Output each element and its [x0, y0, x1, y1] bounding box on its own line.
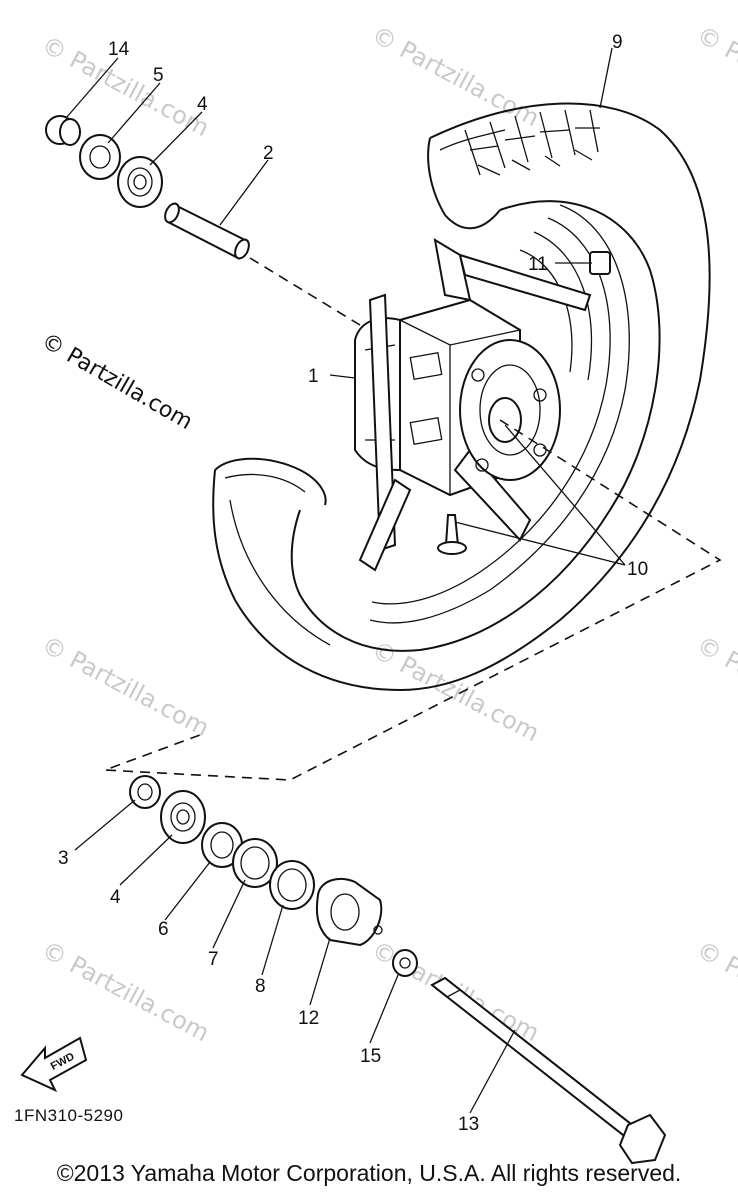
- part-7-gear: [232, 838, 278, 888]
- callout-11: 11: [528, 254, 548, 275]
- callout-numbers: 14 5 4 2 9 11 1 10 3 4 6 7 8 12 15 13: [58, 32, 648, 1135]
- wheel-hub: [354, 238, 611, 572]
- callout-8: 8: [255, 976, 266, 997]
- part-15-washer: [392, 949, 418, 977]
- callout-6: 6: [158, 919, 169, 940]
- callout-1: 1: [308, 366, 319, 387]
- part-12-gear-unit: [315, 877, 383, 947]
- partzilla-watermark: © Partzilla.com: [37, 329, 197, 436]
- callout-7: 7: [208, 949, 219, 970]
- part-14-collar: [45, 115, 81, 146]
- watermark-text: © Partzilla.com: [367, 636, 544, 748]
- callout-15: 15: [360, 1046, 381, 1067]
- callout-13: 13: [458, 1114, 479, 1135]
- leader-lines: [65, 47, 626, 1114]
- callout-12: 12: [298, 1008, 319, 1029]
- watermark-text: © Partzilla.com: [692, 936, 738, 1048]
- part-4-bearing-lower: [160, 790, 206, 844]
- watermark-text: © Partzilla.com: [37, 936, 214, 1048]
- copyright-notice: ©2013 Yamaha Motor Corporation, U.S.A. A…: [56, 1160, 682, 1186]
- callout-4-lower: 4: [110, 887, 121, 908]
- callout-2: 2: [263, 143, 274, 164]
- part-8-oil-seal: [269, 860, 315, 910]
- part-5-oil-seal: [79, 134, 121, 180]
- watermark-text: © Partzilla.com: [692, 631, 738, 743]
- tire: [212, 102, 711, 692]
- part-3-collar: [129, 775, 161, 809]
- watermark-text: © Partzilla.com: [692, 21, 738, 133]
- callout-9: 9: [612, 32, 623, 53]
- callout-5: 5: [153, 65, 164, 86]
- watermark-text: © Partzilla.com: [367, 21, 544, 133]
- fwd-arrow-icon: FWD: [20, 1036, 88, 1093]
- callout-10: 10: [627, 559, 648, 580]
- assembly-line-hub: [104, 419, 722, 781]
- assembly-line-upper: [249, 257, 361, 326]
- part-4-bearing-upper: [117, 156, 163, 208]
- part-2-spacer: [164, 202, 250, 260]
- part-13-axle: [430, 976, 667, 1165]
- drawing-code: 1FN310-5290: [14, 1106, 123, 1125]
- watermark-text: © Partzilla.com: [37, 631, 214, 743]
- callout-4: 4: [197, 94, 208, 115]
- callout-14: 14: [108, 39, 130, 60]
- callout-3: 3: [58, 848, 69, 869]
